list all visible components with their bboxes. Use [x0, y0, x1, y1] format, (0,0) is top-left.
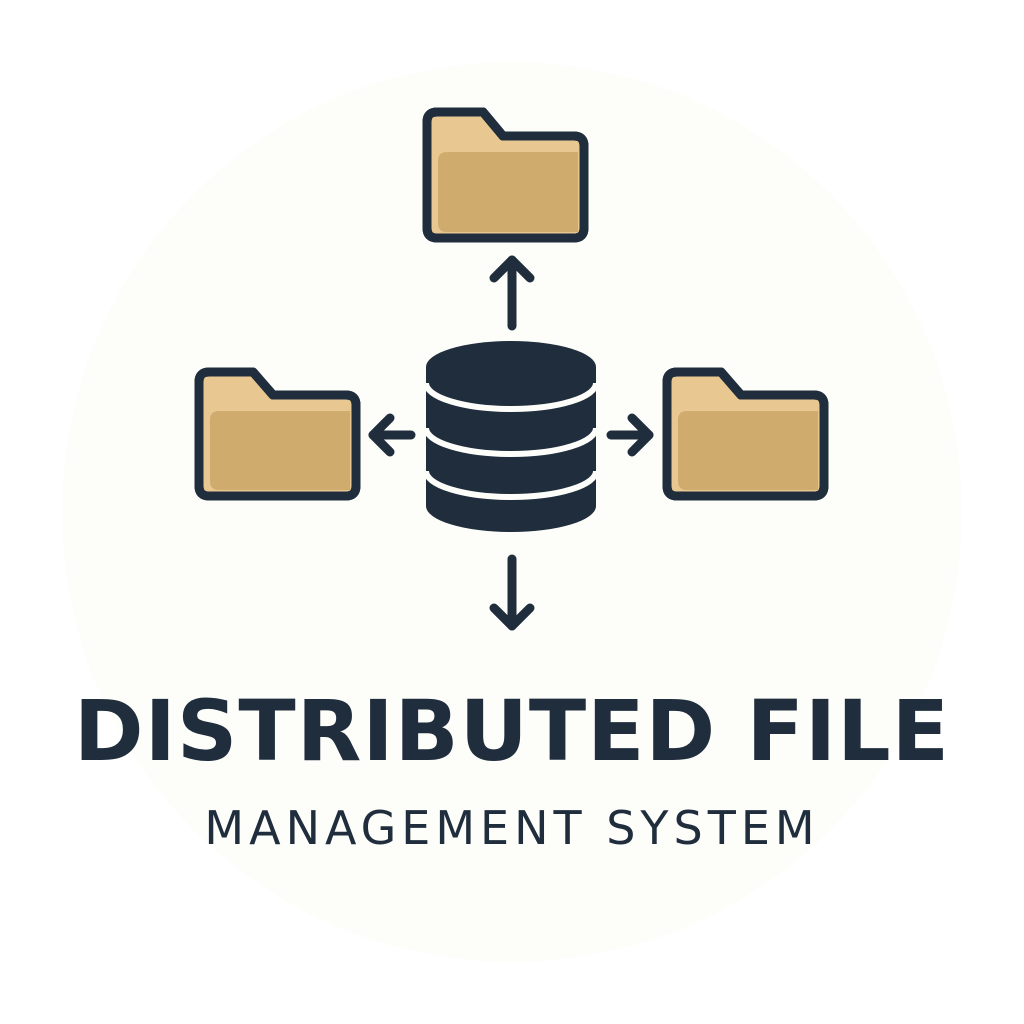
title-primary: DISTRIBUTED FILE	[73, 682, 951, 780]
folder-icon-right	[662, 367, 829, 501]
arrow-down-icon	[489, 554, 535, 631]
folder-icon-top	[422, 107, 589, 243]
arrow-right-icon	[606, 413, 654, 457]
arrow-left-icon	[368, 413, 416, 457]
database-icon	[423, 341, 599, 532]
arrow-up-icon	[489, 255, 535, 331]
folder-icon-left	[194, 367, 361, 501]
title-secondary: MANAGEMENT SYSTEM	[204, 801, 820, 855]
